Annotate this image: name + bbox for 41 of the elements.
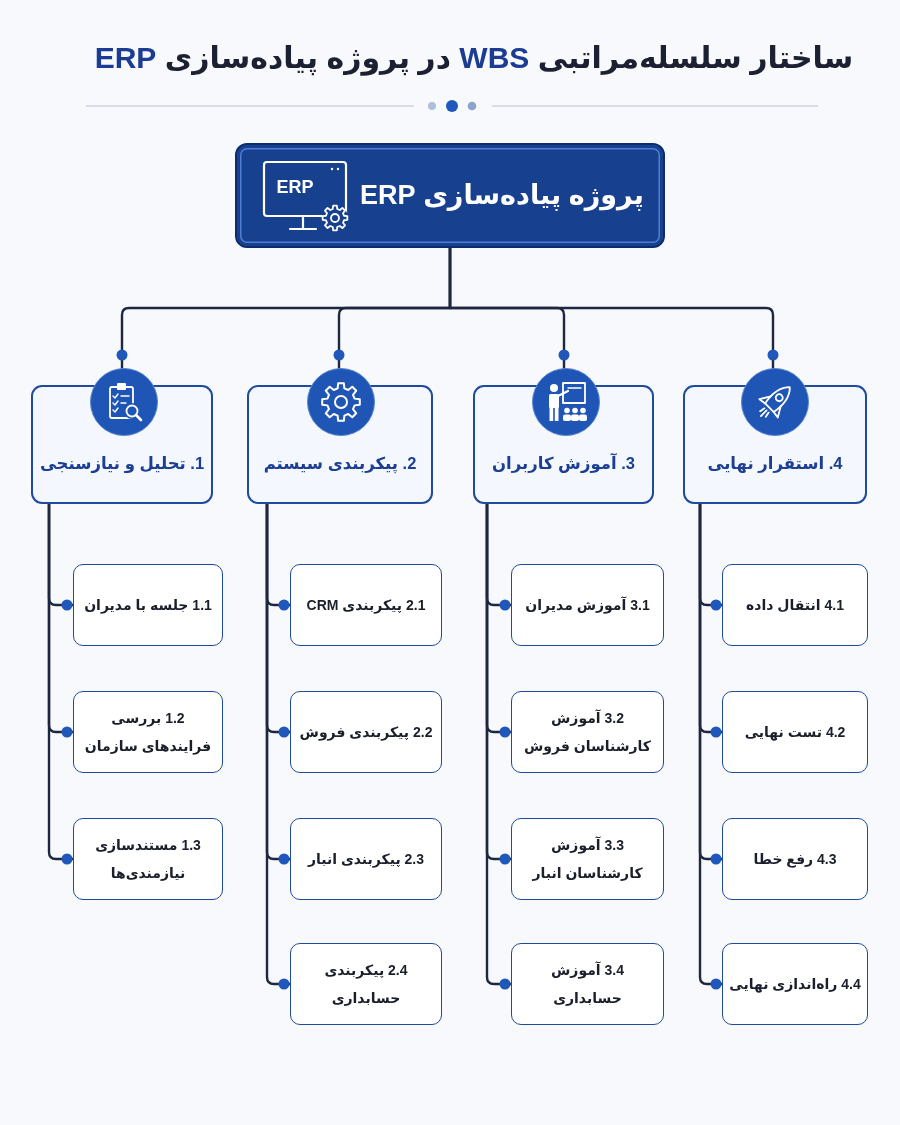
task-box bbox=[722, 943, 868, 1025]
connector bbox=[485, 504, 511, 990]
screen-label: ERP bbox=[276, 178, 314, 198]
task-box bbox=[73, 818, 223, 900]
task-label: 1.3 مستندسازی نیازمندی‌ها bbox=[94, 836, 202, 883]
task-box bbox=[722, 564, 868, 646]
connector bbox=[47, 504, 73, 865]
task-box bbox=[73, 564, 223, 646]
connector bbox=[698, 504, 722, 990]
task-box bbox=[73, 691, 223, 773]
task-label: 3.2 آموزش کارشناسان فروش bbox=[523, 708, 652, 757]
task-label: 4.3 رفع خطا bbox=[753, 850, 837, 870]
phase-title: 3. آموزش کاربران bbox=[492, 453, 635, 475]
phase-title: 4. استقرار نهایی bbox=[707, 453, 843, 475]
task-box bbox=[511, 818, 664, 900]
task-label: 4.4 راه‌اندازی نهایی bbox=[729, 975, 861, 995]
task-box bbox=[511, 564, 664, 646]
task-label: 3.4 آموزش حسابداری bbox=[550, 960, 625, 1008]
root-label: پروژه پیاده‌سازی ERP bbox=[360, 178, 644, 213]
task-box bbox=[290, 564, 442, 646]
task-box bbox=[290, 943, 442, 1025]
task-box bbox=[511, 691, 664, 773]
phase-title: 2. پیکربندی سیستم bbox=[263, 453, 417, 475]
root-box bbox=[235, 143, 665, 248]
task-label: 2.3 پیکربندی انبار bbox=[307, 850, 424, 870]
task-label: 4.2 تست نهایی bbox=[744, 723, 846, 743]
task-label: 1.2 بررسی فرایندهای سازمان bbox=[83, 709, 213, 757]
connector bbox=[265, 504, 290, 990]
task-box bbox=[722, 691, 868, 773]
task-box bbox=[290, 691, 442, 773]
task-box bbox=[290, 818, 442, 900]
task-box bbox=[722, 818, 868, 900]
task-label: 2.4 پیکربندی حسابداری bbox=[323, 961, 409, 1008]
task-label: 3.1 آموزش مدیران bbox=[525, 595, 650, 616]
task-label: 3.3 آموزش کارشناسان انبار bbox=[531, 835, 644, 883]
phase-title: 1. تحلیل و نیازسنجی bbox=[39, 453, 205, 475]
task-label: 2.1 پیکربندی CRM bbox=[306, 596, 426, 616]
task-box bbox=[511, 943, 664, 1025]
task-label: 1.1 جلسه با مدیران bbox=[84, 596, 212, 616]
task-label: 2.2 پیکربندی فروش bbox=[299, 723, 433, 743]
task-label: 4.1 انتقال داده bbox=[746, 596, 844, 615]
